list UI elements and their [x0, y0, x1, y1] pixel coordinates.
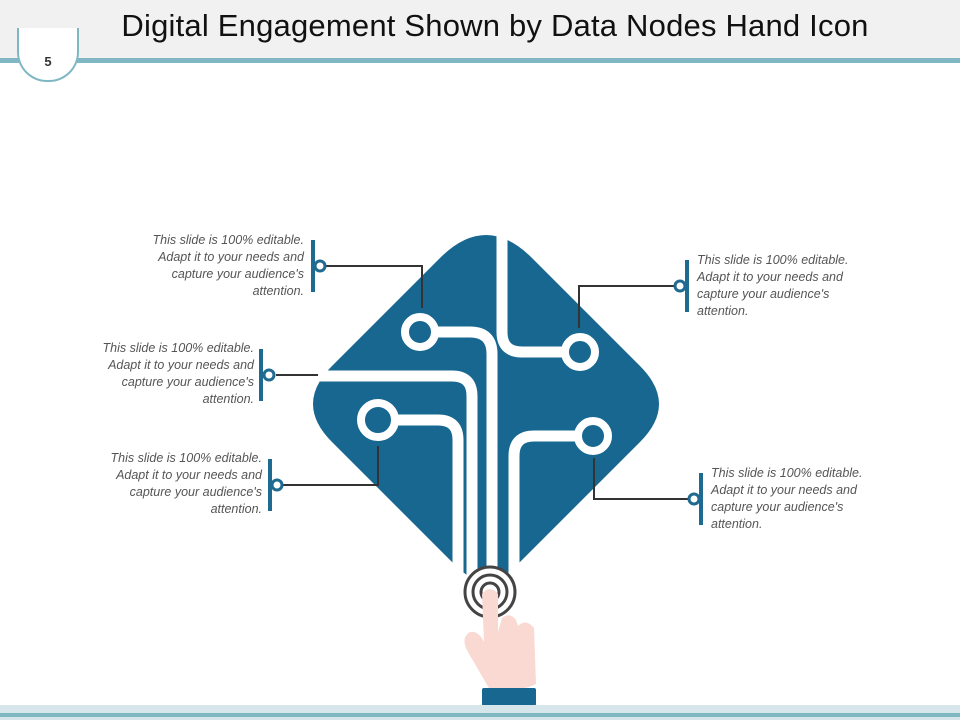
note-left-middle: This slide is 100% editable. Adapt it to…	[102, 341, 254, 406]
note-right-bottom: This slide is 100% editable. Adapt it to…	[711, 466, 863, 531]
circuit-node-icon	[357, 399, 399, 441]
pointing-hand-icon	[464, 589, 536, 706]
marker-right-bottom	[687, 473, 703, 525]
connector-lines	[276, 265, 689, 500]
marker-left-bottom	[268, 459, 284, 511]
page-number: 5	[44, 54, 52, 69]
title-bar	[0, 0, 960, 58]
note-left-bottom: This slide is 100% editable. Adapt it to…	[110, 451, 262, 516]
hand-cuff	[482, 688, 536, 706]
circuit-diamond-icon	[313, 232, 659, 600]
marker-left-middle	[259, 349, 276, 401]
marker-left-top	[311, 240, 327, 292]
footer-line	[0, 713, 960, 717]
circuit-node-icon	[401, 313, 439, 351]
marker-right-top	[673, 260, 689, 312]
note-right-top: This slide is 100% editable. Adapt it to…	[697, 253, 849, 318]
page-title: Digital Engagement Shown by Data Nodes H…	[121, 8, 869, 43]
page-number-badge: 5	[17, 28, 79, 82]
circuit-node-icon	[574, 417, 612, 455]
circuit-node-icon	[561, 333, 599, 371]
note-left-top: This slide is 100% editable. Adapt it to…	[152, 233, 304, 298]
title-underline	[0, 58, 960, 63]
